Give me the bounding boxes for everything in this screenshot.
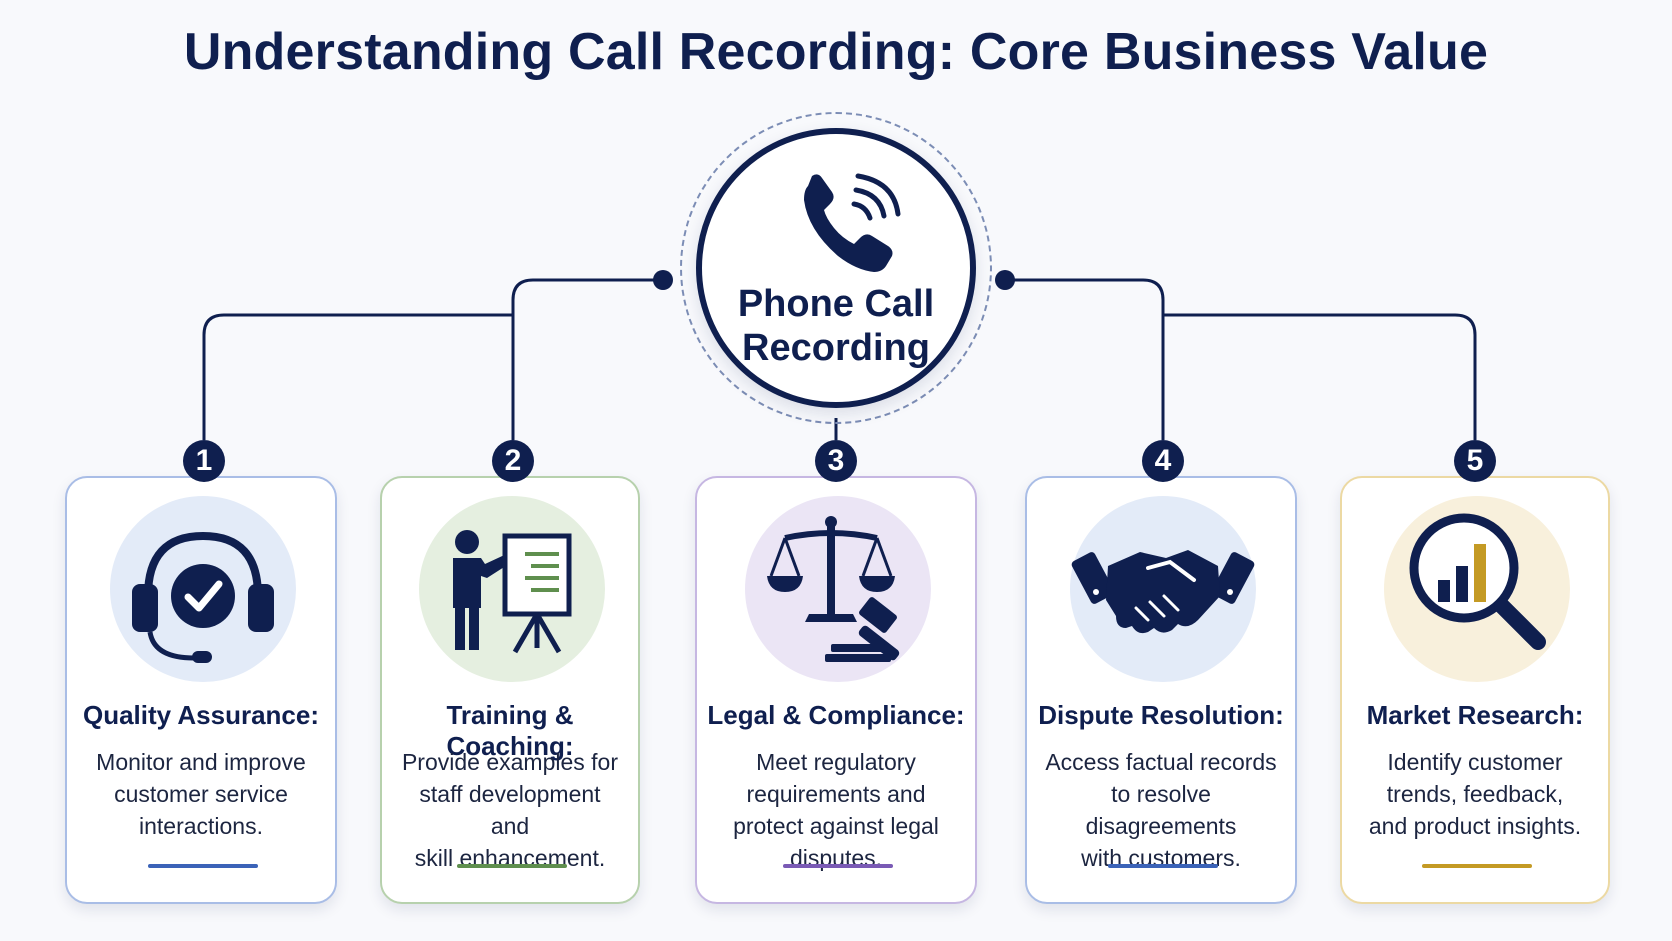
card-description: Access factual records to resolve disagr… bbox=[1043, 746, 1279, 874]
card-dispute-resolution: Dispute Resolution: Access factual recor… bbox=[1025, 476, 1297, 904]
card-title: Quality Assurance: bbox=[82, 700, 319, 730]
step-badge-2: 2 bbox=[492, 440, 534, 482]
desc-line: Monitor and improve bbox=[96, 749, 306, 775]
desc-line: to resolve disagreements bbox=[1085, 781, 1237, 839]
card-accent-line bbox=[148, 864, 258, 868]
hub-label-line2: Recording bbox=[742, 327, 930, 369]
hub-circle: Phone Call Recording bbox=[680, 112, 992, 424]
scales-gavel-icon bbox=[767, 516, 900, 662]
card-training-coaching: Training & Coaching: Provide examples fo… bbox=[380, 476, 640, 904]
magnifier-chart-icon bbox=[1409, 513, 1546, 650]
card-description: Meet regulatory requirements and protect… bbox=[713, 746, 959, 874]
desc-line: interactions. bbox=[138, 813, 263, 839]
desc-line: trends, feedback, bbox=[1386, 781, 1564, 807]
card-title: Dispute Resolution: bbox=[1038, 700, 1284, 730]
desc-line: Identify customer bbox=[1387, 749, 1563, 775]
card-description: Identify customer trends, feedback, and … bbox=[1358, 746, 1592, 842]
card-description: Monitor and improve customer service int… bbox=[83, 746, 319, 842]
icon-badge bbox=[745, 496, 931, 682]
hub-label: Phone Call Recording bbox=[702, 282, 970, 370]
icon-badge bbox=[110, 496, 296, 682]
card-accent-line bbox=[1422, 864, 1532, 868]
card-quality-assurance: Quality Assurance: Monitor and improve c… bbox=[65, 476, 337, 904]
card-title: Market Research: bbox=[1366, 700, 1584, 730]
card-title: Legal & Compliance: bbox=[707, 700, 965, 730]
desc-line: and product insights. bbox=[1368, 813, 1582, 839]
desc-line: disputes. bbox=[789, 845, 883, 871]
card-accent-line bbox=[783, 864, 893, 868]
card-accent-line bbox=[457, 864, 567, 868]
card-accent-line bbox=[1108, 864, 1218, 868]
step-badge-1: 1 bbox=[183, 440, 225, 482]
card-title: Training & Coaching: bbox=[446, 700, 574, 761]
step-badge-3: 3 bbox=[815, 440, 857, 482]
step-badge-4: 4 bbox=[1142, 440, 1184, 482]
handshake-icon bbox=[1071, 550, 1255, 634]
page-title: Understanding Call Recording: Core Busin… bbox=[183, 23, 1489, 81]
desc-line: Meet regulatory bbox=[756, 749, 916, 775]
desc-line: customer service bbox=[114, 781, 288, 807]
headset-check-icon bbox=[132, 531, 274, 663]
desc-line: with customers. bbox=[1081, 845, 1241, 871]
desc-line: Provide examples for bbox=[401, 749, 619, 775]
hub-label-line1: Phone Call bbox=[737, 283, 935, 325]
card-market-research: Market Research: Identify customer trend… bbox=[1340, 476, 1610, 904]
connector-node-right bbox=[995, 270, 1015, 290]
desc-line: staff development and bbox=[419, 781, 601, 839]
icon-badge bbox=[1384, 496, 1570, 682]
card-description: Provide examples for staff development a… bbox=[398, 746, 622, 874]
presenter-board-icon bbox=[453, 530, 572, 654]
step-badge-5: 5 bbox=[1454, 440, 1496, 482]
desc-line: requirements and bbox=[746, 781, 926, 807]
connector-node-left bbox=[653, 270, 673, 290]
hub-inner-circle: Phone Call Recording bbox=[696, 128, 976, 408]
phone-call-icon bbox=[804, 173, 901, 272]
desc-line: protect against legal bbox=[733, 813, 939, 839]
desc-line: Access factual records bbox=[1045, 749, 1277, 775]
icon-badge bbox=[1070, 496, 1256, 682]
desc-line: skill enhancement. bbox=[414, 845, 606, 871]
card-legal-compliance: Legal & Compliance: Meet regulatory requ… bbox=[695, 476, 977, 904]
icon-badge bbox=[419, 496, 605, 682]
